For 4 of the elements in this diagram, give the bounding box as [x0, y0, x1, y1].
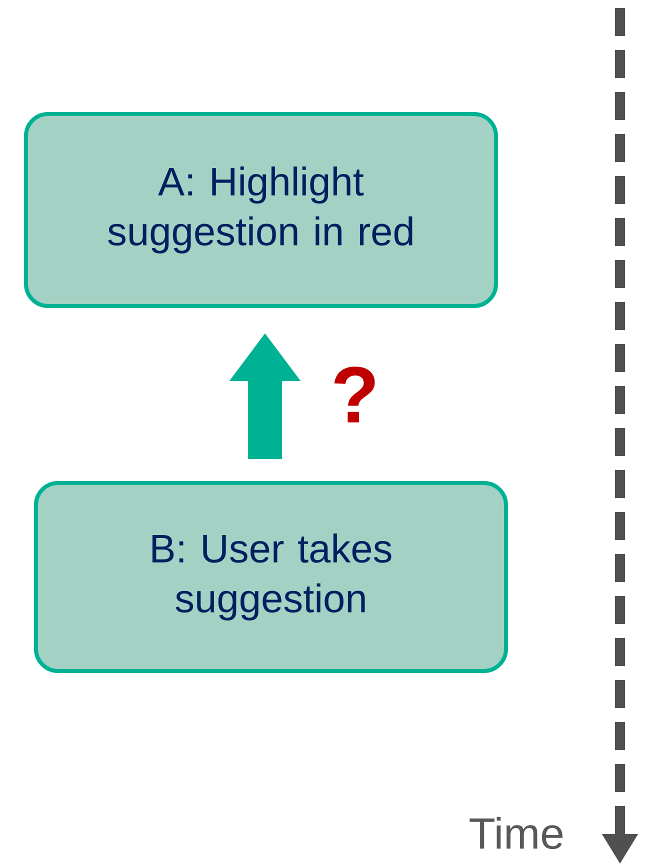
- process-box: B: User takes suggestion: [34, 481, 508, 673]
- process-box: A: Highlight suggestion in red: [24, 112, 498, 308]
- edge-label: ?: [334, 366, 375, 422]
- axis-label: Time: [470, 816, 563, 850]
